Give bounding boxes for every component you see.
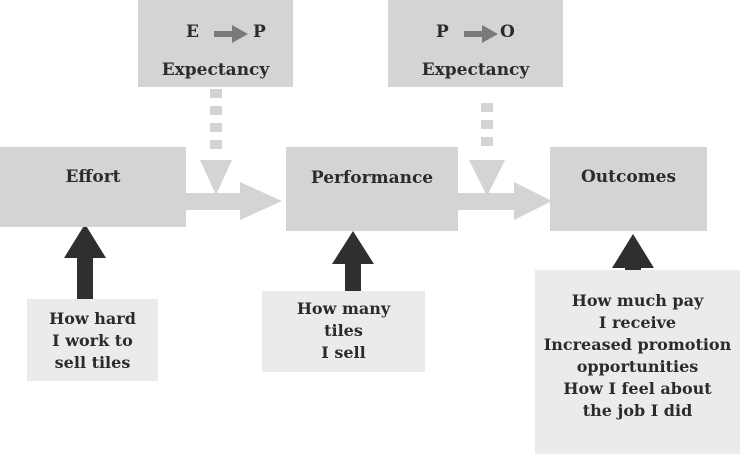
po-to-letter: O (500, 22, 515, 42)
effort-to-performance-arrow (186, 182, 282, 220)
po-expectancy-box: P O Expectancy (388, 0, 563, 87)
outcomes-dark-up-arrow (612, 234, 654, 272)
effort-note-box: How hard I work to sell tiles (27, 299, 158, 381)
right-arrow-icon (464, 25, 498, 43)
ep-to-letter: P (253, 22, 266, 42)
performance-label: Performance (310, 168, 434, 188)
outcomes-note-text: How much pay I receive Increased promoti… (535, 290, 740, 422)
outcomes-note-line: Increased promotion (543, 335, 732, 354)
outcomes-note-line: the job I did (582, 401, 693, 420)
performance-note-box: How many tiles I sell (262, 291, 425, 372)
effort-box: Effort (0, 147, 186, 227)
outcomes-note-line: How I feel about (563, 379, 712, 398)
performance-note-line: I sell (321, 343, 366, 362)
performance-to-outcomes-arrow (458, 182, 552, 220)
ep-expectancy-label: Expectancy (161, 60, 270, 80)
outcomes-note-line: opportunities (576, 357, 699, 376)
ep-from-letter: E (186, 22, 199, 42)
outcomes-box: Outcomes (550, 147, 707, 231)
ep-expectancy-dotted-arrow (200, 89, 232, 195)
po-from-letter: P (436, 22, 449, 42)
effort-dark-up-arrow (64, 224, 106, 302)
po-expectancy-dotted-arrow (469, 103, 505, 196)
performance-note-line: How many (296, 299, 391, 318)
outcomes-note-line: How much pay (571, 291, 704, 310)
outcomes-note-line: I receive (598, 313, 677, 332)
effort-note-line: sell tiles (54, 353, 131, 372)
performance-note-text: How many tiles I sell (262, 298, 425, 364)
performance-box: Performance (286, 147, 458, 231)
effort-note-text: How hard I work to sell tiles (27, 308, 158, 374)
performance-dark-up-arrow (332, 231, 374, 292)
outcomes-label: Outcomes (580, 167, 677, 187)
outcomes-note-box: How much pay I receive Increased promoti… (535, 270, 740, 454)
performance-note-line: tiles (324, 321, 363, 340)
po-expectancy-label: Expectancy (421, 60, 530, 80)
effort-note-line: I work to (52, 331, 133, 350)
effort-label: Effort (65, 167, 121, 187)
right-arrow-icon (214, 25, 248, 43)
effort-note-line: How hard (49, 309, 136, 328)
ep-expectancy-box: E P Expectancy (138, 0, 293, 87)
